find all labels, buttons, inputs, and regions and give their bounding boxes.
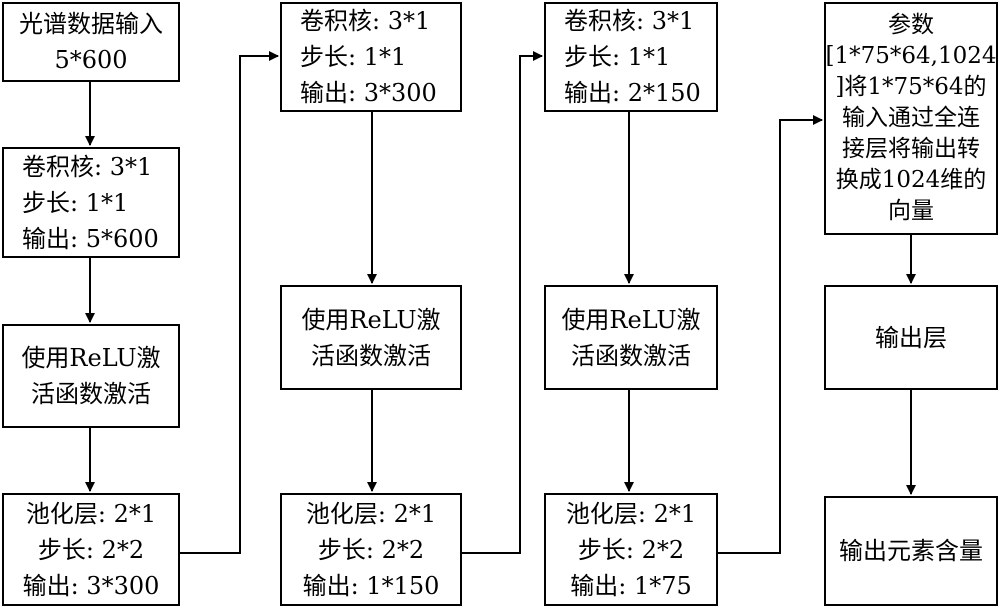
pool-box-2: 池化层: 2*1 步长: 2*2 输出: 1*150 (280, 493, 462, 606)
arrow-pool2-to-conv3 (462, 51, 543, 554)
box-text-line: 活函数激活 (571, 341, 691, 370)
input-box: 光谱数据输入 5*600 (2, 2, 180, 82)
arrow-pool1-to-conv2 (180, 51, 279, 554)
final-output-box: 输出元素含量 (824, 496, 998, 606)
box-text-line: 输出: 3*300 (22, 571, 160, 600)
box-text-line: 输出元素含量 (839, 537, 983, 565)
pool-box-1: 池化层: 2*1 步长: 2*2 输出: 3*300 (2, 493, 180, 606)
box-text-line: 使用ReLU激 (21, 344, 161, 372)
box-text-line: 使用ReLU激 (301, 305, 441, 334)
conv-box-3: 卷积核: 3*1 步长: 1*1 输出: 2*150 (544, 2, 718, 112)
box-text-line: 池化层: 2*1 (25, 499, 157, 528)
box-text-line: 向量 (888, 198, 934, 224)
box-text-line: 活函数激活 (311, 341, 431, 370)
box-text-line: 活函数激活 (31, 380, 151, 408)
box-text-line: 输出层 (875, 323, 947, 352)
box-text-line: 步长: 2*2 (37, 535, 145, 564)
box-text-line: 步长: 1*1 (22, 188, 129, 217)
relu-box-1: 使用ReLU激活函数激活 (2, 324, 180, 428)
box-text-line: 步长: 2*2 (317, 535, 425, 564)
box-text-line: 池化层: 2*1 (565, 499, 697, 528)
conv-box-1: 卷积核: 3*1 步长: 1*1 输出: 5*600 (2, 147, 180, 258)
box-text-line: 步长: 1*1 (300, 43, 407, 71)
relu-box-2: 使用ReLU激活函数激活 (280, 285, 462, 390)
box-text-line: 卷积核: 3*1 (22, 152, 153, 181)
box-text-line: 参数 (888, 12, 934, 38)
pool-box-3: 池化层: 2*1 步长: 2*2 输出: 1*75 (544, 493, 718, 606)
conv-box-2: 卷积核: 3*1 步长: 1*1 输出: 3*300 (280, 2, 462, 112)
box-text-line: 输出: 2*150 (564, 79, 701, 107)
output-layer-box: 输出层 (824, 285, 998, 390)
box-text-line: 池化层: 2*1 (305, 499, 437, 528)
box-text-line: 输出: 5*600 (22, 224, 159, 253)
box-text-line: 5*600 (54, 46, 128, 74)
box-text-line: 输出: 1*75 (570, 571, 692, 600)
fully-connected-box: 参数 [1*75*64,1024 ]将1*75*64的输入通过全连接层将输出转换成1… (824, 2, 998, 235)
box-text-line: 使用ReLU激 (561, 305, 701, 334)
box-text-line: 接层将输出转 (842, 136, 980, 162)
relu-box-3: 使用ReLU激活函数激活 (544, 285, 718, 390)
box-text-line: ]将1*75*64的 (835, 74, 987, 100)
box-text-line: [1*75*64,1024 (825, 43, 997, 69)
arrow-pool3-to-fc (718, 115, 823, 554)
box-text-line: 步长: 2*2 (577, 535, 685, 564)
box-text-line: 输出: 1*150 (302, 571, 440, 600)
box-text-line: 光谱数据输入 (19, 10, 163, 38)
box-text-line: 换成1024维的 (835, 167, 987, 193)
box-text-line: 卷积核: 3*1 (564, 7, 695, 35)
box-text-line: 卷积核: 3*1 (300, 7, 431, 35)
box-text-line: 步长: 1*1 (564, 43, 671, 71)
box-text-line: 输入通过全连 (842, 105, 980, 131)
box-text-line: 输出: 3*300 (300, 79, 437, 107)
